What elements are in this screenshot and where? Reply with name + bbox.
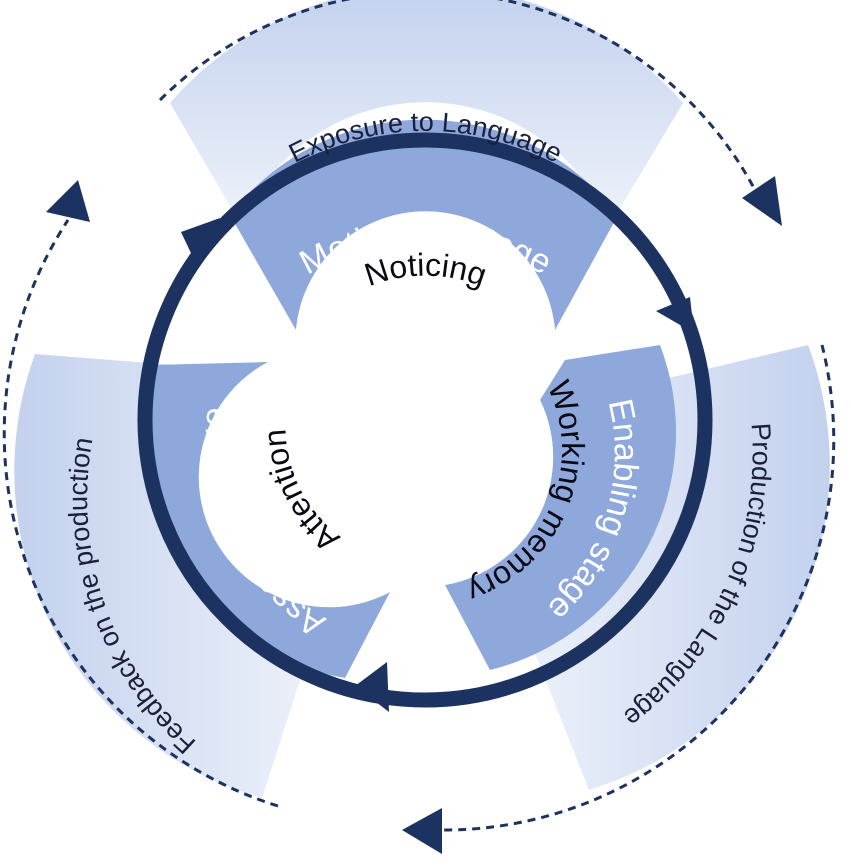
dashed-arrow-bottom-right-head-icon <box>402 808 442 854</box>
dashed-arrow-top-right <box>158 0 757 191</box>
stage-segment-enabling <box>445 345 677 670</box>
ring-arrow-top-left-icon <box>181 218 220 268</box>
outer-segment-exposure <box>170 0 683 225</box>
dashed-arrow-left-head-icon <box>46 180 90 222</box>
dashed-arrow-bottom-right <box>439 344 836 832</box>
cycle-ring <box>137 132 713 708</box>
stage-segment-motivating <box>230 119 618 331</box>
ring-arrow-bottom-icon <box>355 662 389 712</box>
dashed-arrow-top-right-head-icon <box>742 176 782 226</box>
ring-arrow-right-icon <box>656 297 694 333</box>
center-area <box>198 211 555 608</box>
